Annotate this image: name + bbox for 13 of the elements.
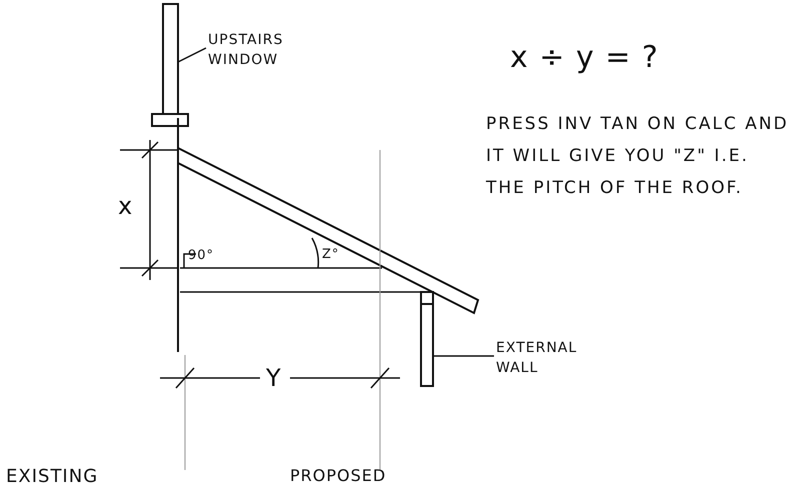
instruction-note: PRESS INV TAN ON CALC AND IT WILL GIVE YOU "Z" I.E. THE PITCH OF THE ROOF.: [486, 113, 790, 200]
leader-line: [178, 47, 206, 63]
dimension-label: x: [118, 192, 134, 220]
callout-text: UPSTAIRS WINDOW: [208, 30, 348, 70]
section-label: PROPOSED: [290, 466, 386, 485]
formula-text: x ÷ y = ?: [510, 40, 659, 75]
upstairs-window: [162, 3, 179, 115]
external-wall: [420, 303, 434, 387]
leader-line: [433, 355, 494, 357]
callout-text: EXTERNAL WALL: [496, 338, 606, 378]
angle-label: Z°: [322, 247, 340, 262]
dimension-label: Y: [266, 364, 282, 392]
section-label: EXISTING: [6, 466, 98, 487]
